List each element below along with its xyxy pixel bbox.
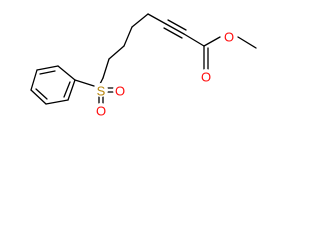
bond-triple-b bbox=[167, 19, 187, 31]
atom-label-o-single: O bbox=[224, 30, 234, 45]
atom-bg bbox=[94, 83, 108, 97]
bond-chain-4 bbox=[102, 58, 110, 79]
atom-ester-o-double: O bbox=[199, 69, 213, 85]
bond-methyl-o bbox=[237, 36, 257, 49]
bond-ring-6 bbox=[67, 79, 76, 101]
atom-bg bbox=[222, 29, 236, 43]
bond-ring-inner-1 bbox=[39, 70, 56, 75]
bond-ring-4 bbox=[30, 89, 47, 105]
atom-sulfonyl-o-left: O bbox=[94, 103, 108, 119]
atom-sulfonyl-o-right: O bbox=[113, 83, 127, 99]
bond-o-carbonyl-c bbox=[203, 36, 221, 47]
atom-ester-o-single: O bbox=[222, 29, 236, 45]
bond-ring-inner-3 bbox=[63, 81, 71, 98]
bond-alkyne-1 bbox=[183, 33, 205, 47]
atom-label-o-double: O bbox=[201, 70, 211, 85]
chemical-structure: O O S O O bbox=[30, 13, 257, 119]
bond-triple-c bbox=[163, 27, 183, 39]
atom-label-sulfur: S bbox=[97, 84, 106, 99]
atom-label-sulfonyl-o-left: O bbox=[96, 104, 106, 119]
bond-chain-2 bbox=[123, 26, 133, 47]
bond-s-phenyl bbox=[74, 79, 95, 87]
atom-bg bbox=[199, 69, 213, 83]
bond-chain-3 bbox=[108, 45, 125, 60]
bond-triple-a bbox=[165, 23, 185, 35]
bond-alkyne-2 bbox=[147, 13, 167, 25]
bond-chain-s bbox=[99, 77, 104, 85]
bond-chain-1 bbox=[131, 13, 149, 28]
atom-label-sulfonyl-o-right: O bbox=[115, 84, 125, 99]
bond-ring-3 bbox=[30, 69, 38, 91]
atom-bg bbox=[94, 103, 108, 117]
bond-ring-inner-2 bbox=[35, 88, 48, 100]
atom-bg bbox=[113, 83, 127, 97]
bond-ring-5 bbox=[45, 99, 69, 105]
bond-ring-2 bbox=[36, 65, 59, 71]
atom-sulfur: S bbox=[94, 83, 108, 99]
bond-ring-1 bbox=[57, 65, 76, 81]
